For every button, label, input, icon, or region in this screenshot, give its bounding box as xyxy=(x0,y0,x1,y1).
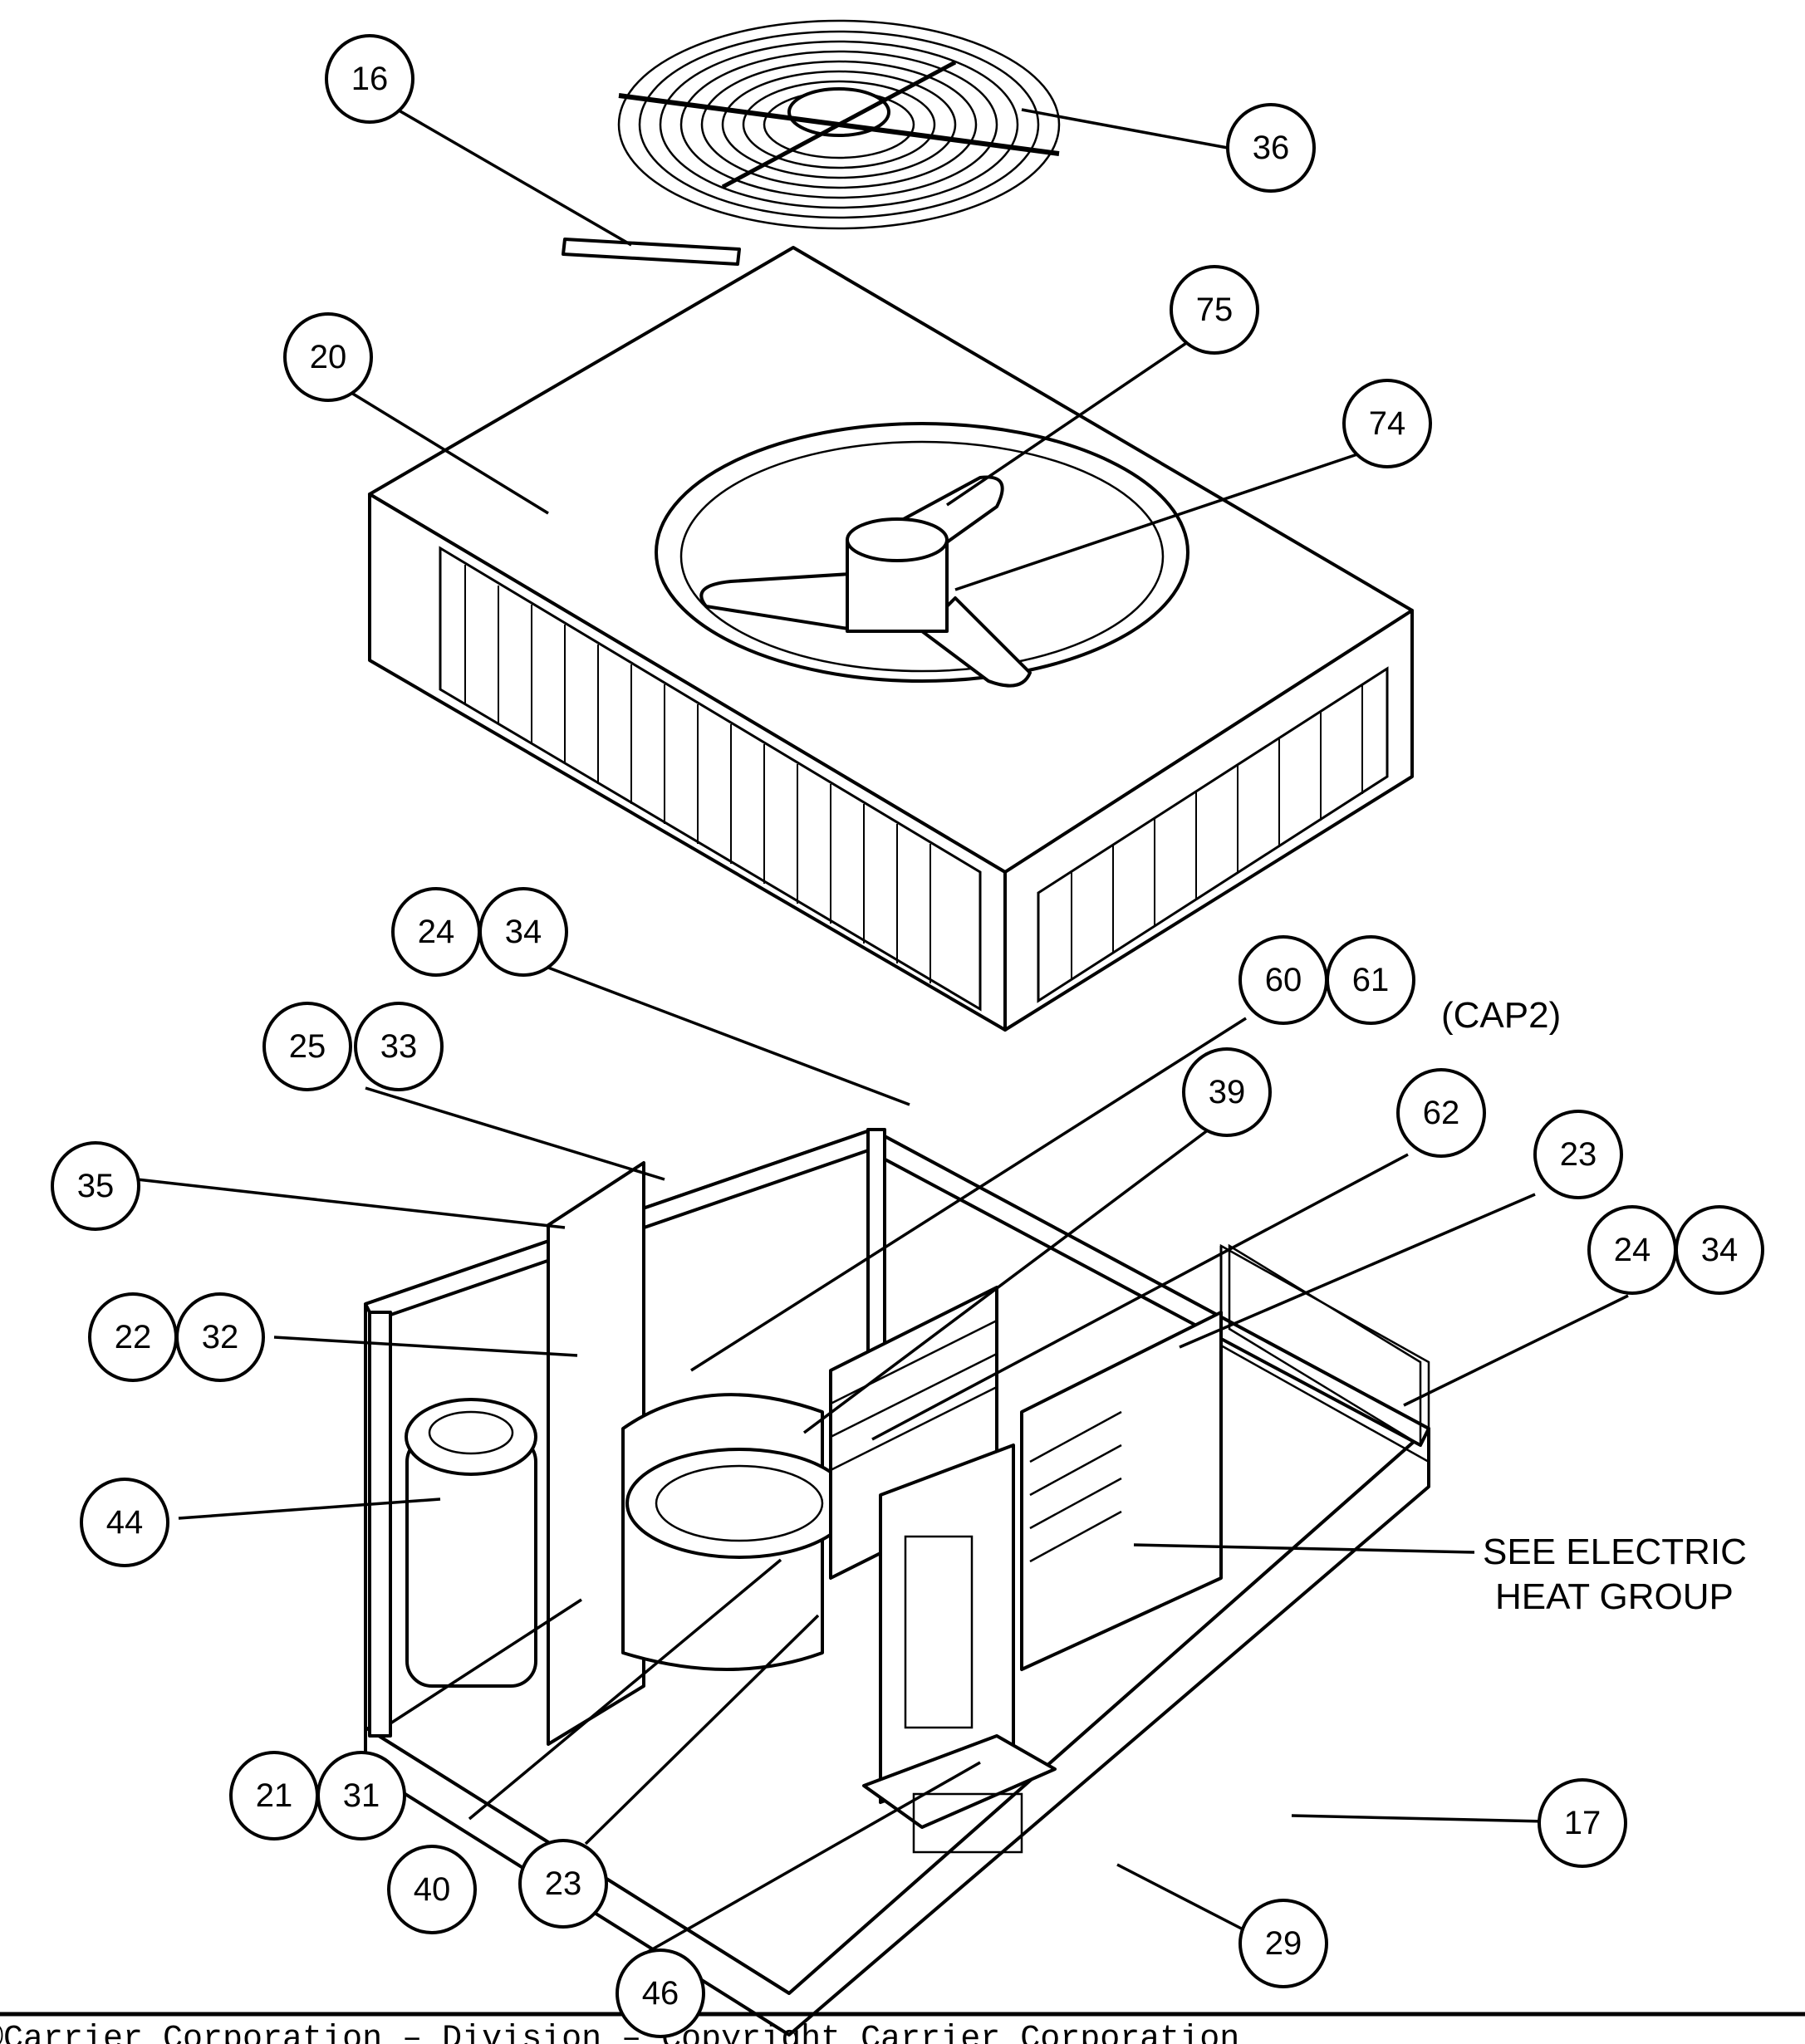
callout-35: 35 xyxy=(51,1141,140,1231)
callout-34-top: 34 xyxy=(478,887,568,977)
electric-heat-note-line2: HEAT GROUP xyxy=(1495,1576,1734,1617)
svg-text:33: 33 xyxy=(380,1028,418,1065)
base-unit-assembly xyxy=(364,1128,1430,2037)
svg-text:23: 23 xyxy=(1560,1136,1597,1173)
callout-34-right: 34 xyxy=(1675,1205,1764,1295)
svg-text:29: 29 xyxy=(1265,1925,1302,1962)
callout-31: 31 xyxy=(316,1751,406,1841)
fan-guard-grille xyxy=(617,19,1061,230)
callout-23-bottom: 23 xyxy=(518,1839,608,1929)
svg-text:24: 24 xyxy=(1614,1232,1651,1268)
callout-74: 74 xyxy=(1342,379,1432,468)
svg-text:35: 35 xyxy=(77,1168,115,1204)
svg-text:46: 46 xyxy=(642,1975,679,2012)
callout-29: 29 xyxy=(1238,1899,1328,1988)
svg-text:34: 34 xyxy=(1701,1232,1739,1268)
callout-16: 16 xyxy=(325,34,414,124)
callout-32: 32 xyxy=(175,1292,265,1382)
callout-24-top: 24 xyxy=(391,887,481,977)
callout-44: 44 xyxy=(80,1478,169,1567)
guard-bracket xyxy=(562,238,741,266)
footer-copyright: ©Carrier Corporation – Division – Copyri… xyxy=(0,2021,1239,2044)
svg-text:23: 23 xyxy=(545,1865,582,1902)
callout-61: 61 xyxy=(1326,935,1415,1025)
callout-25: 25 xyxy=(262,1002,352,1091)
callout-36: 36 xyxy=(1226,103,1316,193)
svg-text:44: 44 xyxy=(106,1504,144,1541)
callout-75: 75 xyxy=(1170,265,1259,355)
svg-text:61: 61 xyxy=(1352,962,1390,998)
right-louvers xyxy=(1071,684,1363,980)
svg-text:21: 21 xyxy=(256,1777,293,1814)
svg-text:75: 75 xyxy=(1196,292,1234,328)
leader-lines xyxy=(136,106,1629,1953)
svg-text:16: 16 xyxy=(351,61,389,97)
callout-39: 39 xyxy=(1182,1047,1272,1137)
svg-text:39: 39 xyxy=(1209,1074,1246,1110)
svg-text:60: 60 xyxy=(1265,962,1302,998)
svg-text:36: 36 xyxy=(1253,130,1290,166)
svg-text:22: 22 xyxy=(115,1319,152,1355)
svg-text:62: 62 xyxy=(1423,1095,1460,1131)
callout-24-right: 24 xyxy=(1587,1205,1677,1295)
callout-46: 46 xyxy=(616,1948,705,2038)
callout-17: 17 xyxy=(1538,1778,1627,1868)
svg-text:31: 31 xyxy=(343,1777,380,1814)
condenser-fan-motor xyxy=(846,517,949,633)
svg-text:32: 32 xyxy=(202,1319,239,1355)
callout-60: 60 xyxy=(1238,935,1328,1025)
callout-40: 40 xyxy=(387,1845,477,1934)
electric-heat-note-line1: SEE ELECTRIC xyxy=(1483,1532,1747,1572)
callout-20: 20 xyxy=(283,312,373,402)
callouts: 16 36 20 75 74 24 34 60 61 25 33 39 62 2… xyxy=(51,34,1764,2038)
callout-21: 21 xyxy=(229,1751,319,1841)
svg-text:40: 40 xyxy=(414,1871,451,1908)
svg-text:17: 17 xyxy=(1564,1805,1601,1841)
svg-text:20: 20 xyxy=(310,339,347,375)
left-louvers xyxy=(464,565,931,983)
svg-text:74: 74 xyxy=(1369,405,1406,442)
callout-23-top: 23 xyxy=(1533,1110,1623,1199)
callout-33: 33 xyxy=(354,1002,444,1091)
svg-text:25: 25 xyxy=(289,1028,326,1065)
callout-22: 22 xyxy=(88,1292,178,1382)
cap2-annotation: (CAP2) xyxy=(1441,995,1561,1036)
svg-text:34: 34 xyxy=(505,914,542,950)
callout-62: 62 xyxy=(1396,1068,1486,1158)
svg-text:24: 24 xyxy=(418,914,455,950)
